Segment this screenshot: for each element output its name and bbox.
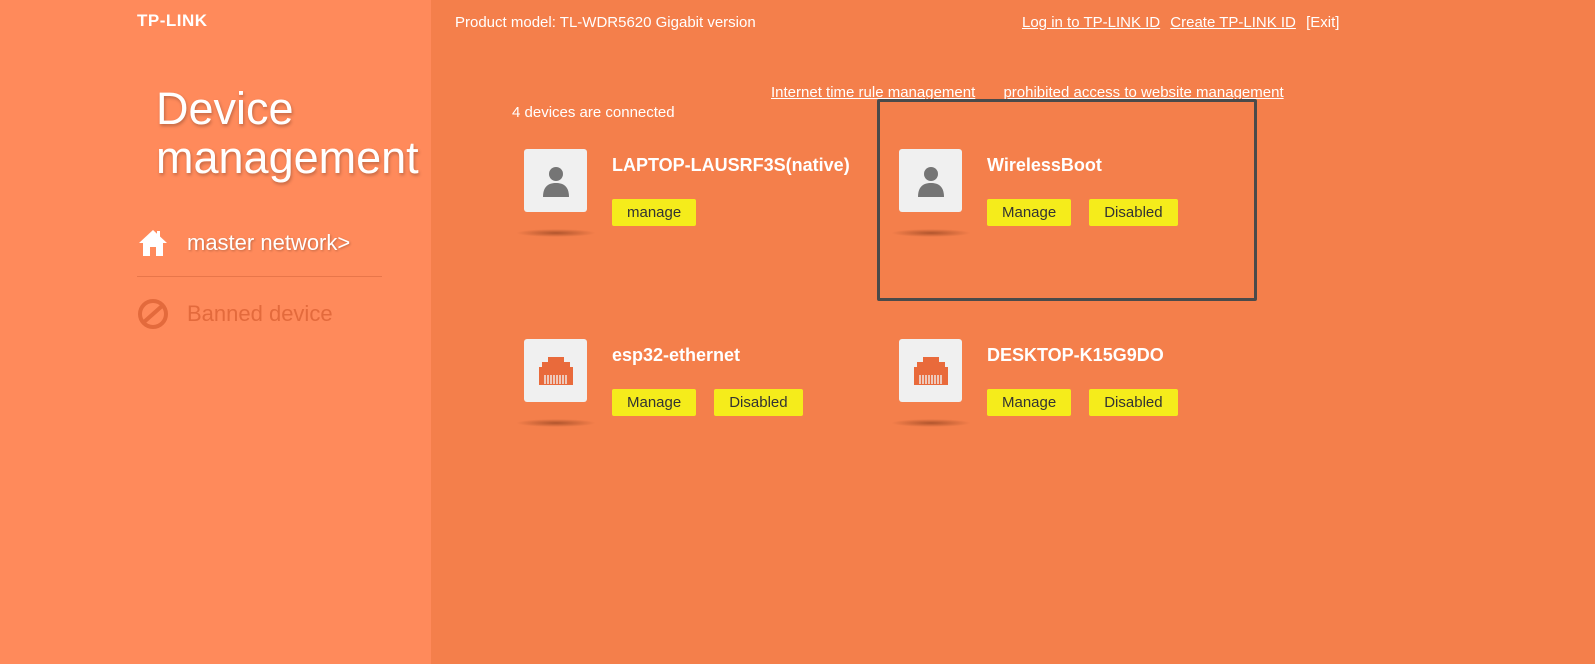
selection-highlight-box [877, 99, 1257, 301]
device-card: WirelessBoot Manage Disabled [891, 149, 1259, 269]
ethernet-icon [913, 356, 948, 385]
product-model-text: Product model: TL-WDR5620 Gigabit versio… [455, 14, 756, 31]
device-actions: Manage Disabled [987, 199, 1196, 226]
avatar-shadow [516, 229, 596, 237]
device-actions: Manage Disabled [612, 389, 821, 416]
exit-link[interactable]: [Exit] [1306, 14, 1340, 31]
device-actions: manage [612, 199, 714, 226]
manage-button[interactable]: manage [612, 199, 697, 226]
device-name: esp32-ethernet [612, 345, 741, 365]
disable-button[interactable]: Disabled [1089, 389, 1178, 416]
device-actions: Manage Disabled [987, 389, 1196, 416]
page-title: Device management [156, 84, 419, 182]
manage-button[interactable]: Manage [612, 389, 697, 416]
ban-icon [137, 298, 169, 330]
ethernet-icon [538, 356, 573, 385]
manage-button[interactable]: Manage [987, 199, 1072, 226]
device-avatar [524, 149, 588, 213]
device-card: DESKTOP-K15G9DO Manage Disabled [891, 339, 1259, 459]
device-avatar [899, 339, 963, 403]
device-name: DESKTOP-K15G9DO [987, 345, 1164, 365]
nav-divider [137, 276, 382, 277]
page-title-line2: management [156, 132, 419, 183]
device-count-text: 4 devices are connected [512, 104, 675, 121]
avatar-shadow [516, 419, 596, 427]
tp-link-logo: TP-LINK [137, 11, 208, 30]
disable-button[interactable]: Disabled [1089, 199, 1178, 226]
sidebar-panel [0, 0, 431, 664]
nav-master-network-label: master network> [187, 230, 351, 255]
account-links: Log in to TP-LINK ID Create TP-LINK ID [… [1022, 14, 1339, 31]
user-icon [542, 166, 569, 197]
login-link[interactable]: Log in to TP-LINK ID [1022, 14, 1161, 31]
device-avatar [524, 339, 588, 403]
rule-links: Internet time rule management prohibited… [771, 84, 1308, 101]
nav-banned-device[interactable]: Banned device [137, 298, 333, 330]
disable-button[interactable]: Disabled [714, 389, 803, 416]
nav-master-network[interactable]: master network> [137, 227, 350, 259]
user-icon [917, 166, 944, 197]
page-title-line1: Device [156, 83, 294, 134]
device-avatar [899, 149, 963, 213]
device-card: LAPTOP-LAUSRF3S(native) manage [516, 149, 884, 269]
manage-button[interactable]: Manage [987, 389, 1072, 416]
device-name: LAPTOP-LAUSRF3S(native) [612, 155, 850, 175]
home-icon [137, 227, 169, 259]
internet-time-rule-link[interactable]: Internet time rule management [771, 84, 976, 101]
nav-banned-device-label: Banned device [187, 301, 333, 326]
avatar-shadow [891, 229, 971, 237]
device-name: WirelessBoot [987, 155, 1102, 175]
prohibited-website-link[interactable]: prohibited access to website management [1003, 84, 1284, 101]
create-id-link[interactable]: Create TP-LINK ID [1170, 14, 1296, 31]
device-card: esp32-ethernet Manage Disabled [516, 339, 884, 459]
avatar-shadow [891, 419, 971, 427]
